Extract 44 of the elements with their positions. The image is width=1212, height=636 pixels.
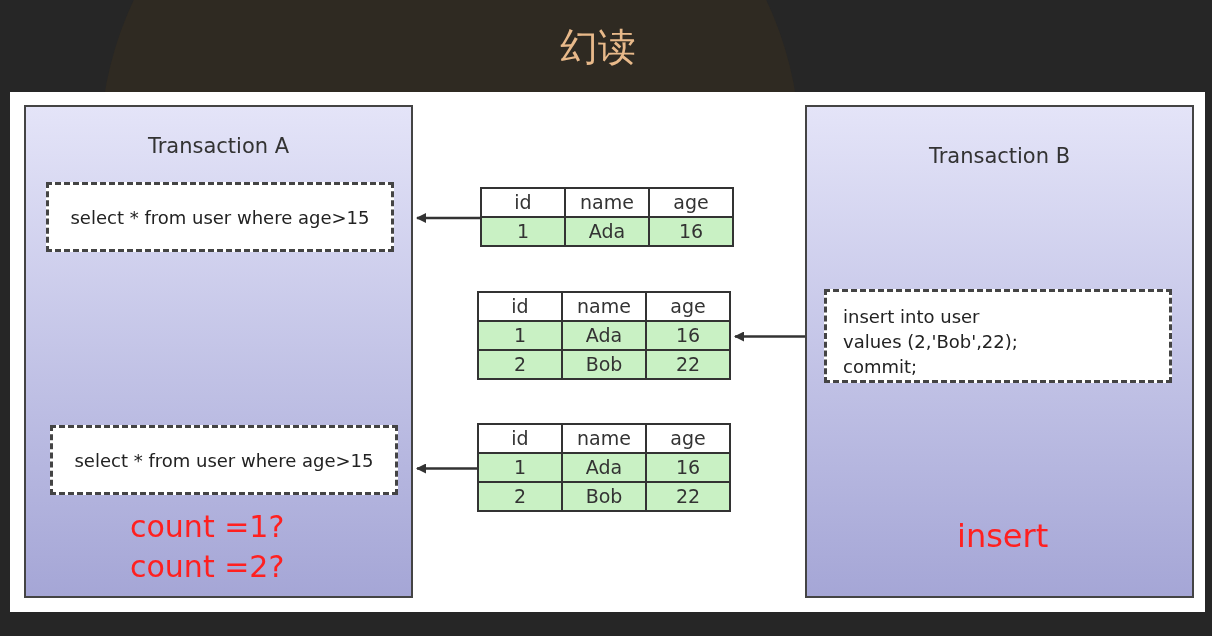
table-cell: 16	[647, 454, 729, 481]
table-cell: name	[566, 189, 648, 216]
sql-text: select * from user where age>15	[70, 205, 370, 230]
table-cell: 16	[650, 218, 732, 245]
transaction-panel	[24, 105, 413, 598]
table-cell: Ada	[566, 218, 648, 245]
table-cell: 16	[647, 322, 729, 349]
annotation-text: count =1?	[130, 508, 285, 546]
arrow	[416, 463, 477, 474]
data-table	[477, 291, 731, 380]
annotation-text: count =2?	[130, 548, 285, 586]
sql-text: insert into user values (2,'Bob',22); commit;	[843, 305, 1019, 379]
panel-heading: Transaction A	[146, 133, 291, 160]
table-cell: name	[563, 293, 645, 320]
sql-statement-box	[824, 289, 1172, 383]
table-cell: id	[482, 189, 564, 216]
table-cell: Ada	[563, 454, 645, 481]
table-cell: Ada	[563, 322, 645, 349]
table-cell: Bob	[563, 483, 645, 510]
table-cell: age	[650, 189, 732, 216]
transaction-panel	[805, 105, 1194, 598]
data-table	[477, 423, 731, 512]
arrow	[416, 213, 480, 223]
table-cell: 2	[479, 351, 561, 378]
sql-statement-box	[50, 425, 398, 495]
sql-statement-box	[46, 182, 394, 252]
table-cell: id	[479, 425, 561, 452]
table-cell: age	[647, 425, 729, 452]
annotation-text: insert	[957, 516, 1049, 557]
table-cell: age	[647, 293, 729, 320]
table-cell: name	[563, 425, 645, 452]
table-cell: id	[479, 293, 561, 320]
table-cell: 1	[482, 218, 564, 245]
arrow	[734, 331, 805, 342]
data-table	[480, 187, 734, 247]
sql-text: select * from user where age>15	[74, 448, 374, 473]
table-cell: 2	[479, 483, 561, 510]
table-cell: 1	[479, 322, 561, 349]
slide-title: 幻读	[560, 24, 636, 71]
table-cell: 22	[647, 483, 729, 510]
panel-heading: Transaction B	[927, 143, 1072, 170]
table-cell: 1	[479, 454, 561, 481]
table-cell: Bob	[563, 351, 645, 378]
table-cell: 22	[647, 351, 729, 378]
